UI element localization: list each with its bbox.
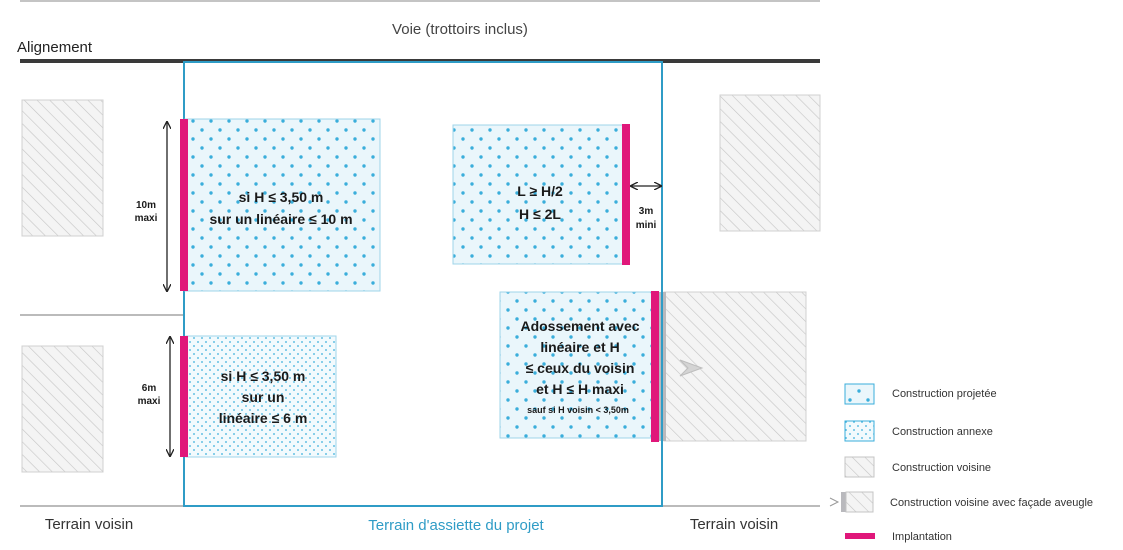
implantation-bottom-right [651,291,659,442]
legend-swatch-implantation [845,533,875,539]
dimension-label-6m: 6m [142,383,157,394]
legend-swatch-blind-wall [841,492,846,512]
box-top-right-line-2: H ≤ 2L [519,206,561,222]
neighbor-building-left-top [21,99,104,237]
neighbor-building-right-blind [663,291,807,442]
dimension-label-3m: 3m [639,206,654,217]
bottom-label-left: Terrain voisin [45,516,133,533]
legend-label-neighbor: Construction voisine [892,462,991,474]
box-bottom-right-line-1: Adossement avec [520,318,639,334]
legend-label-blind: Construction voisine avec façade aveugle [890,497,1093,509]
dimension-label-6m-maxi: maxi [138,396,161,407]
bottom-label-right: Terrain voisin [690,516,778,533]
box-bottom-right-line-3: ≤ ceux du voisin [526,360,635,376]
implantation-bottom-left [180,336,188,457]
box-top-left-line-1: si H ≤ 3,50 m [239,189,324,205]
box-bottom-right-note: sauf si H voisin < 3,50m [527,405,629,415]
box-bottom-right-line-2: linéaire et H [540,339,619,355]
implantation-top-left [180,119,188,291]
legend-label-implantation: Implantation [892,531,952,543]
bottom-label-center: Terrain d'assiette du projet [368,517,544,534]
box-bottom-left-line-1: si H ≤ 3,50 m [221,368,306,384]
blind-facade-arrow-icon [679,359,704,377]
implantation-top-right [622,124,630,265]
legend-label-annex: Construction annexe [892,426,993,438]
dimension-label-3m-mini: mini [636,220,657,231]
neighbor-building-left-bottom [21,345,104,473]
box-top-left-line-2: sur un linéaire ≤ 10 m [209,211,352,227]
box-top-left [184,118,381,292]
alignment-label: Alignement [17,39,93,56]
legend-swatch-blind [845,491,874,513]
box-bottom-left-line-3: linéaire ≤ 6 m [219,410,308,426]
box-bottom-right-line-4: et H ≤ H maxi [536,381,624,397]
box-top-right-line-1: L ≥ H/2 [517,183,563,199]
legend-blind-arrow-icon [829,497,840,507]
dimension-label-10m-maxi: maxi [135,213,158,224]
neighbor-building-right-top [719,94,821,232]
box-bottom-left [185,335,337,458]
legend-swatch-annex [844,420,875,442]
dimension-label-10m: 10m [136,200,156,211]
legend-swatch-neighbor [844,456,875,478]
road-label: Voie (trottoirs inclus) [392,21,528,38]
legend-swatch-projected [844,383,875,405]
box-bottom-left-line-2: sur un [242,389,285,405]
box-bottom-right [499,291,657,439]
legend: Construction projetée Construction annex… [829,383,1093,543]
legend-label-projected: Construction projetée [892,388,997,400]
